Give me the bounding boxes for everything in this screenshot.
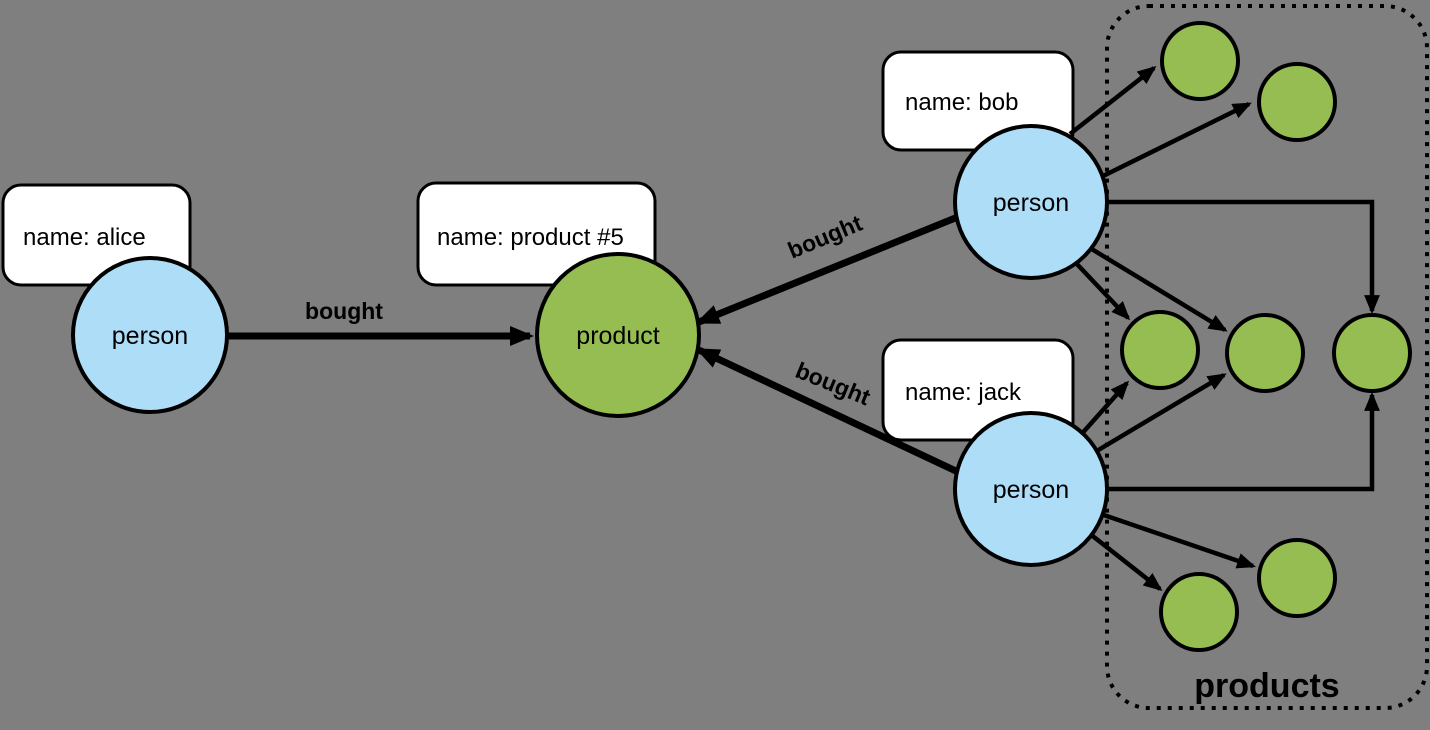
product-node xyxy=(1160,21,1240,101)
product-node xyxy=(1332,313,1412,393)
products-group-label: products xyxy=(1194,667,1339,705)
edge-bob-product-elbow xyxy=(1095,199,1380,315)
product-node xyxy=(1159,572,1239,652)
jack-property-label: name: jack xyxy=(905,379,1022,406)
edge-jack-product-elbow xyxy=(1095,391,1380,492)
bob-node-label: person xyxy=(993,189,1069,217)
alice-node-label: person xyxy=(112,322,188,350)
product-node xyxy=(1225,313,1305,393)
edge-jack-product-c xyxy=(1094,509,1256,569)
products-group-border xyxy=(1105,4,1429,710)
bought-edge-jack-product xyxy=(695,346,977,484)
bob-property-label: name: bob xyxy=(905,89,1018,116)
product-node-label: product xyxy=(576,322,659,350)
alice-property-label: name: alice xyxy=(23,224,146,251)
edge-jack-product-b xyxy=(1088,373,1227,457)
product-node xyxy=(1257,538,1337,618)
product-node-main xyxy=(535,252,701,418)
jack-node-label: person xyxy=(993,476,1069,504)
edge-bob-product-b xyxy=(1094,101,1252,183)
bought-edge-bob-product xyxy=(695,206,977,326)
edge-jack-product-d xyxy=(1083,528,1163,591)
edge-bob-product-a xyxy=(1068,66,1157,136)
jack-person-node xyxy=(953,411,1109,567)
alice-person-node xyxy=(71,256,229,414)
edge-jack-product-a xyxy=(1076,380,1130,440)
product-node xyxy=(1120,310,1200,390)
product-property-label: name: product #5 xyxy=(437,224,624,251)
edge-bob-product-d xyxy=(1088,246,1228,332)
edge-bob-product-c xyxy=(1073,260,1131,321)
product-node xyxy=(1257,62,1337,142)
bought-label-alice: bought xyxy=(305,298,383,324)
bob-person-node xyxy=(953,124,1109,280)
